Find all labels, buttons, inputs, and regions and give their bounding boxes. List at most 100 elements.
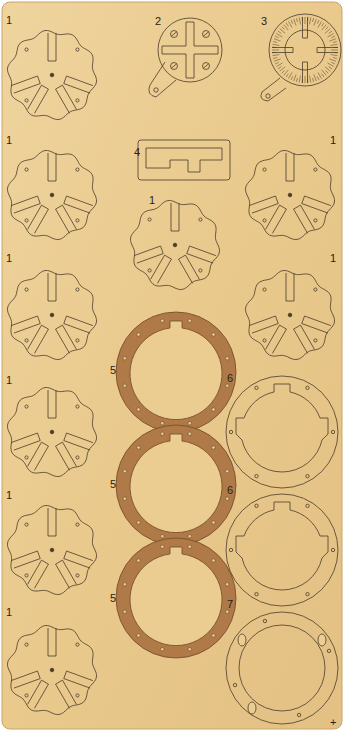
disc-slot [28,560,49,588]
scale-tick [291,76,293,80]
disc-outline [8,271,97,360]
scale-tick [275,62,279,64]
disc-slot [48,628,56,656]
centre-hole [50,313,54,317]
scale-tick [278,31,281,33]
scale-tick [314,74,316,81]
pin-hole [123,470,126,473]
callout-number: 1 [6,374,12,386]
disc-outline [246,271,335,360]
callout-number: 1 [6,252,12,264]
inner-ring [285,30,325,70]
disc-slot [266,325,287,353]
leaf-cutout [318,634,326,646]
disc-slot [56,325,77,353]
dial-slot [317,48,338,53]
scale-tick [313,18,314,22]
centre-hole [288,313,292,317]
disc-slot [48,273,56,301]
pin-hole [137,446,140,449]
callout-number: 1 [6,14,12,26]
pin-hole [25,405,28,408]
callout-number: 4 [134,146,140,158]
scale-tick [326,27,329,30]
scale-tick [286,74,288,77]
callout-number: 5 [110,364,116,376]
disc-slot [134,246,163,263]
disc-outline [8,626,97,715]
pin-hole [212,408,215,411]
callout-number: 2 [155,15,161,27]
handle-outline [261,78,286,101]
scale-tick [328,34,334,38]
scale-tick [317,76,319,80]
disc-slot [56,680,77,708]
pin-hole [212,559,215,562]
disc-slot [64,671,93,688]
scale-tick [331,55,338,56]
scale-tick [322,23,324,26]
disc-outline [8,506,97,595]
pin-hole [229,430,232,433]
pin-hole [263,619,266,622]
scale-tick [274,39,281,41]
pin-hole [188,534,191,537]
ring-part [116,538,236,658]
dial-outline [269,14,341,86]
disc-slot [11,76,40,93]
pin-hole [306,474,309,477]
pin-hole [25,48,28,51]
pin-hole [263,168,266,171]
dial-outline [158,18,222,82]
ring-opening [130,434,222,533]
pin-hole [76,643,79,646]
pin-hole [255,386,258,389]
scale-tick [294,19,296,26]
disc-slot [64,196,93,213]
scale-tick [276,34,282,38]
pin-hole [306,386,309,389]
scale-tick [289,21,293,27]
pin-hole [123,610,126,613]
disc-slot [56,205,77,233]
disc-slot [286,153,294,181]
pin-hole [76,339,79,342]
disc-slot [11,671,40,688]
pin-hole [25,219,28,222]
disc-outline [8,151,97,240]
pin-hole [212,521,215,524]
scale-tick [333,41,337,42]
pin-hole [188,432,191,435]
pin-hole [225,470,228,473]
disc-slot [28,442,49,470]
pin-hole [76,219,79,222]
centre-hole [50,193,54,197]
pin-hole [263,288,266,291]
pin-hole [123,583,126,586]
scale-tick [273,41,277,42]
disc-slot [302,196,331,213]
disc-slot [64,551,93,568]
pin-hole [225,384,228,387]
scale-tick [310,18,311,25]
callout-number: + [330,716,336,728]
disc-slot [11,433,40,450]
callout-number: 1 [6,489,12,501]
pin-hole [306,504,309,507]
centre-hole [50,668,54,672]
pin-hole [161,319,164,322]
scale-tick [310,76,311,83]
disc-slot [48,390,56,418]
disc-slot [179,255,200,283]
pin-hole [76,405,79,408]
scale-tick [331,44,338,45]
disc-outline [8,388,97,477]
disc-outline [246,151,335,240]
callout-number: 1 [149,194,155,206]
scale-tick [329,31,332,33]
centre-hole [50,430,54,434]
pin-hole [137,559,140,562]
pin-hole [212,634,215,637]
disc-slot [56,442,77,470]
